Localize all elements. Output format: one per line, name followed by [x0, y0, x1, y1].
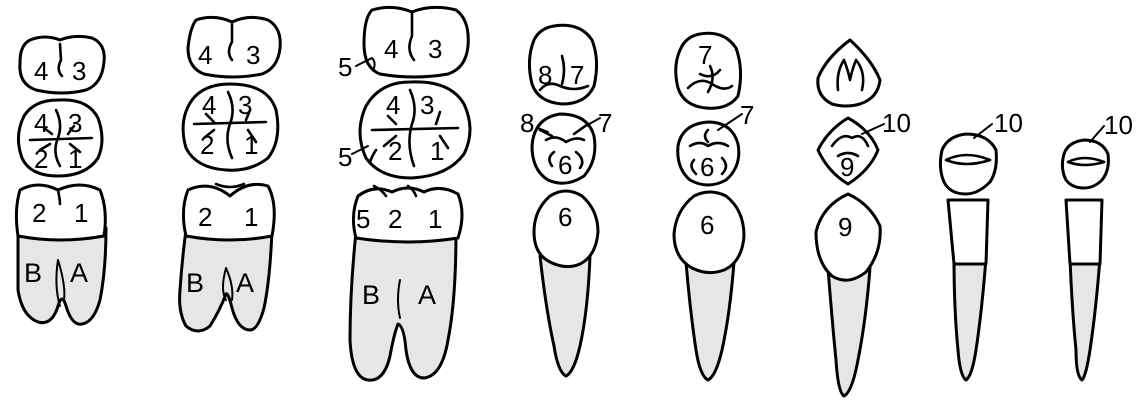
tooth-6-crown-label-9: 9: [838, 212, 852, 242]
tooth-1-mid-label-3: 3: [68, 108, 82, 138]
tooth-7-root: [954, 258, 986, 380]
tooth-3-crown-label-5: 5: [356, 204, 370, 234]
tooth-4-top-label-7: 7: [570, 60, 584, 90]
tooth-2-mid-label-2: 2: [200, 130, 214, 160]
tooth-6: 10 9 9: [816, 40, 911, 396]
tooth-4-mid-label-7: 7: [598, 108, 612, 138]
tooth-1-top-label-4: 4: [34, 56, 48, 86]
tooth-8-mid-label-10: 10: [1104, 110, 1133, 140]
tooth-6-root: [828, 268, 870, 396]
tooth-8: 10: [1062, 110, 1133, 380]
tooth-1-crown-label-2: 2: [32, 198, 46, 228]
tooth-3-top-label-3: 3: [428, 34, 442, 64]
tooth-3-top-label-4: 4: [384, 34, 398, 64]
tooth-5: 7 7 6 6: [674, 33, 754, 380]
tooth-4-mid-label-8: 8: [520, 108, 534, 138]
tooth-4-crown-label-6: 6: [558, 202, 572, 232]
tooth-2-mid-label-1: 1: [244, 130, 258, 160]
tooth-3-crown-label-2: 2: [388, 204, 402, 234]
tooth-3-top-label-5: 5: [338, 52, 352, 82]
tooth-2-crown-label-2: 2: [198, 202, 212, 232]
tooth-4: 8 7 8 7 6 6: [520, 25, 612, 376]
tooth-3-crown-label-1: 1: [428, 204, 442, 234]
tooth-3: 5 4 3 5 4 3 2 1 5 2 1 B A: [338, 7, 470, 380]
tooth-5-mid-label-6: 6: [700, 152, 714, 182]
tooth-3-mid-label-4: 4: [386, 90, 400, 120]
tooth-1-top-label-3: 3: [72, 56, 86, 86]
tooth-4-top-label-8: 8: [538, 60, 552, 90]
tooth-1-crown-label-1: 1: [74, 198, 88, 228]
tooth-8-root: [1070, 258, 1100, 380]
tooth-5-top-label-7: 7: [698, 40, 712, 70]
tooth-6-mid-label-9: 9: [840, 152, 854, 182]
tooth-3-root-label-B: B: [362, 280, 380, 310]
tooth-1-crown-outline: [16, 185, 105, 240]
tooth-8-crown-outline: [1066, 200, 1102, 264]
tooth-3-occlusal-top-outline: [364, 7, 468, 77]
tooth-7: 10: [940, 108, 1023, 380]
tooth-2-root-label-B: B: [186, 268, 204, 298]
tooth-7-crown-outline: [948, 200, 988, 264]
tooth-7-mid-label-10: 10: [994, 108, 1023, 138]
tooth-2-root-label-A: A: [236, 268, 254, 298]
tooth-3-mid-label-1: 1: [430, 136, 444, 166]
tooth-2-top-label-3: 3: [246, 40, 260, 70]
tooth-2-mid-label-3: 3: [238, 90, 252, 120]
tooth-1-occlusal-top-outline: [20, 36, 104, 93]
tooth-2-mid-label-4: 4: [202, 90, 216, 120]
tooth-1-root-label-B: B: [24, 258, 42, 288]
tooth-1-mid-label-4: 4: [34, 108, 48, 138]
tooth-3-root-label-A: A: [418, 280, 436, 310]
tooth-5-mid-label-7: 7: [740, 100, 754, 130]
tooth-4-mid-label-6: 6: [558, 150, 572, 180]
tooth-3-mid-label-5: 5: [338, 142, 352, 172]
tooth-3-mid-label-3: 3: [420, 90, 434, 120]
tooth-1-mid-label-1: 1: [68, 144, 82, 174]
tooth-1: 4 3 4 3 2 1 2 1 B A: [16, 36, 106, 324]
tooth-1-root-label-A: A: [70, 258, 88, 288]
tooth-2-crown-label-1: 1: [244, 202, 258, 232]
tooth-2-top-label-4: 4: [198, 40, 212, 70]
tooth-4-root: [540, 256, 590, 376]
tooth-3-mid-label-2: 2: [388, 136, 402, 166]
tooth-5-crown-label-6: 6: [700, 210, 714, 240]
tooth-5-root: [686, 262, 734, 380]
tooth-6-mid-label-10: 10: [882, 108, 911, 138]
tooth-1-mid-label-2: 2: [34, 144, 48, 174]
tooth-2: 4 3 4 3 2 1 2 1 B A: [180, 17, 281, 331]
